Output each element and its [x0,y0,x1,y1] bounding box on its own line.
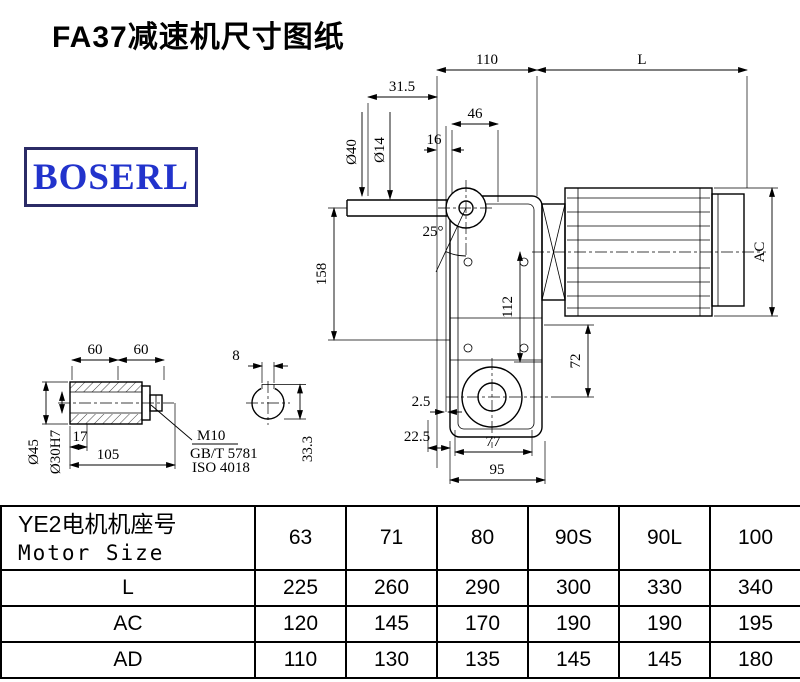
dim-dia30H7: Ø30H7 [48,429,64,474]
dim-60-left: 60 [88,342,103,358]
motor-size-table: YE2电机机座号 Motor Size 63 71 80 90S 90L 100… [0,505,800,679]
torque-arm [346,180,494,273]
dim-60-right: 60 [134,342,149,358]
row-label-AC: AC [0,605,256,643]
cell-AD-63: 110 [254,641,347,679]
dim-dia14: Ø14 [372,137,388,163]
motor-size-71: 71 [345,505,438,571]
dim-46: 46 [468,106,484,122]
cell-AD-71: 130 [345,641,438,679]
main-dimensions: 110 L 31.5 46 16 Ø40 Ø14 25° 158 112 [314,52,778,484]
cell-AC-90L: 190 [618,605,711,643]
cell-L-90S: 300 [527,569,620,607]
output-bore [446,358,558,448]
motor [532,187,766,317]
cell-L-71: 260 [345,569,438,607]
cell-L-63: 225 [254,569,347,607]
table-row-AC: AC 120 145 170 190 190 195 [0,605,800,643]
note-m10: M10 [197,428,225,444]
shaft-cross-section: 8 33.3 [232,348,316,462]
cell-AC-63: 120 [254,605,347,643]
technical-drawing: 110 L 31.5 46 16 Ø40 Ø14 25° 158 112 [26,52,778,484]
note-iso4018: ISO 4018 [192,460,250,476]
cell-AC-100: 195 [709,605,800,643]
page-title: FA37减速机尺寸图纸 [52,21,345,54]
brand-logo-text: BOSERL [32,156,190,198]
dim-AC: AC [752,242,768,263]
dim-17: 17 [73,429,89,445]
dim-angle-25: 25° [423,224,444,240]
cell-AD-80: 135 [436,641,529,679]
cell-L-80: 290 [436,569,529,607]
cell-AD-90S: 145 [527,641,620,679]
header-motor-size-cell: YE2电机机座号 Motor Size [0,505,256,571]
dim-key-8: 8 [232,348,240,364]
dim-2-5: 2.5 [412,394,431,410]
motor-size-80: 80 [436,505,529,571]
header-cn: YE2电机机座号 [18,511,177,537]
row-label-AD: AD [0,641,256,679]
table-row-L: L 225 260 290 300 330 340 [0,569,800,607]
dim-158: 158 [314,263,330,286]
cell-AC-71: 145 [345,605,438,643]
dim-22-5: 22.5 [404,429,430,445]
motor-size-63: 63 [254,505,347,571]
dim-105: 105 [97,447,120,463]
dim-33-3: 33.3 [300,436,316,462]
brand-logo-box: BOSERL [24,147,198,207]
dim-L: L [637,52,646,68]
table-row-AD: AD 110 130 135 145 145 180 [0,641,800,679]
cell-AD-100: 180 [709,641,800,679]
dim-dia40: Ø40 [344,139,360,165]
row-label-L: L [0,569,256,607]
table-row-header: YE2电机机座号 Motor Size 63 71 80 90S 90L 100 [0,505,800,571]
dim-16: 16 [427,132,443,148]
dim-77: 77 [486,434,502,450]
motor-size-90S: 90S [527,505,620,571]
dim-95: 95 [490,462,505,478]
motor-size-100: 100 [709,505,800,571]
cell-L-90L: 330 [618,569,711,607]
cell-AC-90S: 190 [527,605,620,643]
motor-size-90L: 90L [618,505,711,571]
dim-dia45: Ø45 [26,439,42,465]
dim-112: 112 [500,296,516,318]
dim-31-5: 31.5 [389,79,415,95]
cell-AD-90L: 145 [618,641,711,679]
note-gbt5781: GB/T 5781 [190,446,258,462]
header-en: Motor Size [18,541,165,565]
cell-L-100: 340 [709,569,800,607]
cell-AC-80: 170 [436,605,529,643]
shaft-detail: 60 60 Ø45 Ø30H7 17 105 [26,342,258,476]
dim-72: 72 [568,354,584,369]
dim-110: 110 [476,52,498,68]
